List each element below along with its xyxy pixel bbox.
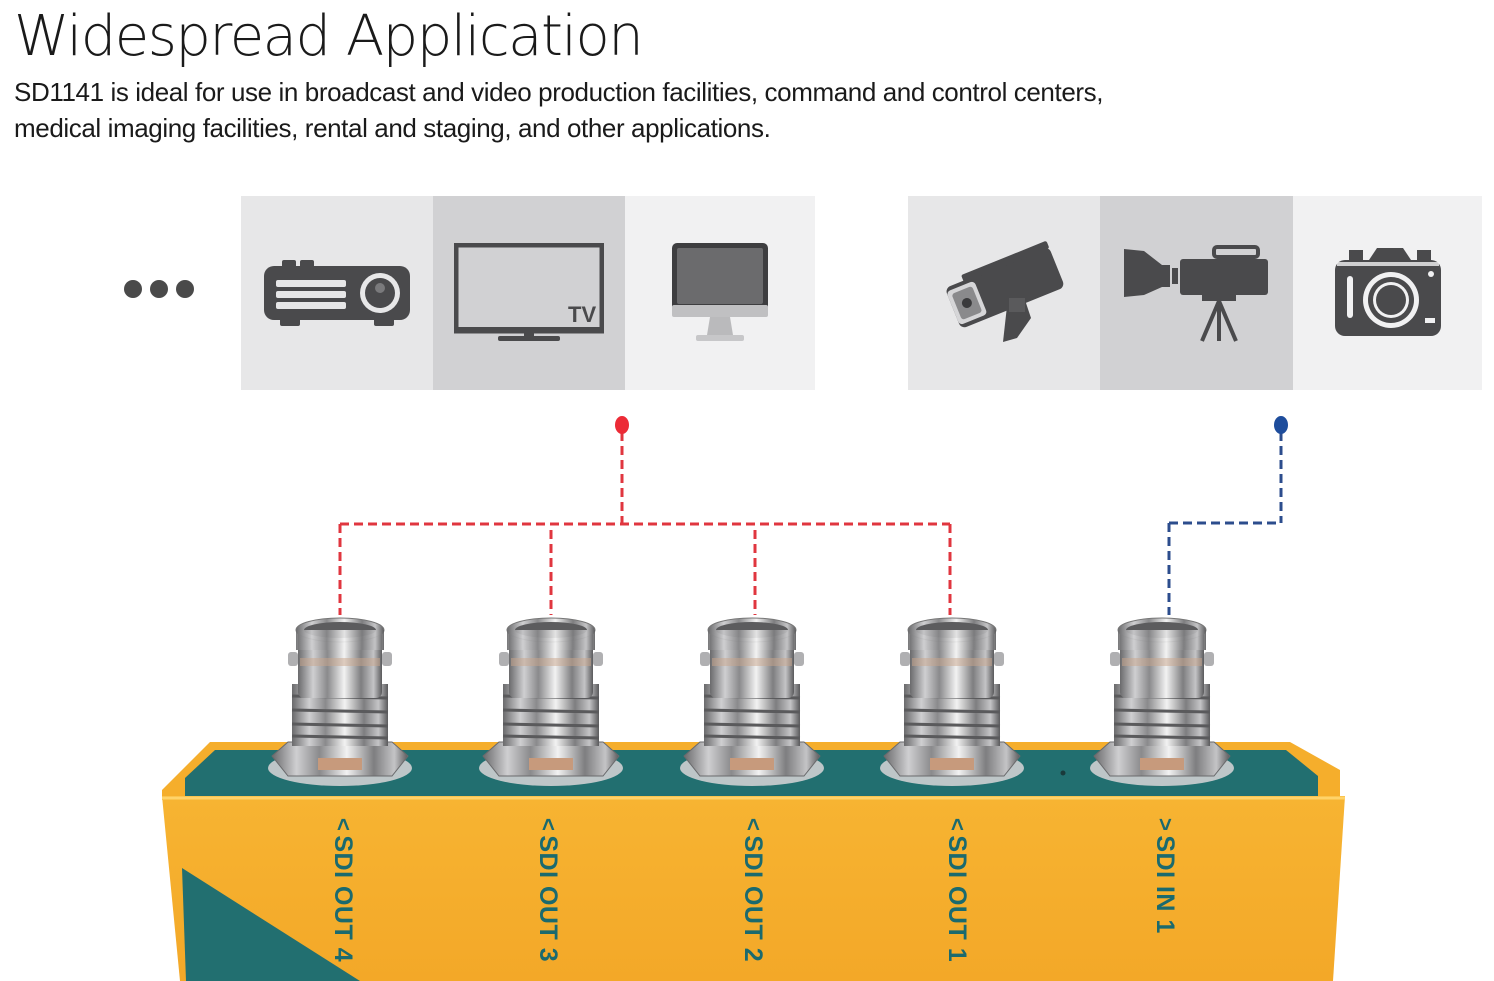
more-devices-ellipsis-icon bbox=[124, 280, 194, 298]
tv-label: TV bbox=[568, 302, 596, 327]
bnc-connector-sdi-out-3[interactable] bbox=[477, 616, 625, 788]
device-indicator-dot bbox=[1060, 770, 1066, 776]
out-arrow-icon: < bbox=[331, 818, 356, 832]
input-connector-dot-icon bbox=[1274, 416, 1288, 434]
port-label-text: SDI OUT 3 bbox=[534, 835, 562, 963]
port-label-sdi-in-1: > SDI IN 1 bbox=[1150, 818, 1179, 934]
output-connector-lines bbox=[338, 432, 952, 615]
output-device-monitor bbox=[625, 196, 815, 390]
port-label-text: SDI OUT 4 bbox=[329, 835, 357, 963]
port-label-text: SDI OUT 1 bbox=[943, 835, 971, 963]
out-arrow-icon: < bbox=[536, 818, 561, 832]
input-device-photo-camera bbox=[1293, 196, 1482, 390]
input-connector-line bbox=[1167, 432, 1283, 615]
device-front-face bbox=[162, 796, 1345, 981]
video-camera-tripod-icon bbox=[1123, 245, 1268, 342]
input-device-security-camera bbox=[908, 196, 1100, 390]
port-label-text: SDI OUT 2 bbox=[739, 835, 767, 963]
projector-icon bbox=[264, 260, 410, 326]
bnc-connector-sdi-out-2[interactable] bbox=[678, 616, 826, 788]
monitor-icon bbox=[672, 243, 768, 341]
in-arrow-icon: > bbox=[1153, 818, 1178, 832]
description: SD1141 is ideal for use in broadcast and… bbox=[14, 74, 1314, 146]
page-title: Widespread Application bbox=[14, 4, 644, 69]
out-arrow-icon: < bbox=[945, 818, 970, 832]
connection-diagram bbox=[338, 416, 1288, 615]
port-label-sdi-out-1: < SDI OUT 1 bbox=[942, 818, 971, 962]
tv-icon: TV bbox=[454, 243, 604, 341]
photo-camera-icon bbox=[1334, 248, 1441, 336]
output-connector-dot-icon bbox=[615, 416, 629, 434]
bnc-connector-sdi-out-4[interactable] bbox=[266, 616, 414, 788]
port-label-sdi-out-3: < SDI OUT 3 bbox=[533, 818, 562, 962]
port-label-text: SDI IN 1 bbox=[1151, 835, 1179, 934]
port-label-sdi-out-4: < SDI OUT 4 bbox=[328, 818, 357, 962]
out-arrow-icon: < bbox=[741, 818, 766, 832]
input-device-video-camera bbox=[1100, 196, 1293, 390]
bnc-connector-sdi-out-1[interactable] bbox=[878, 616, 1026, 788]
output-device-tv: TV bbox=[433, 196, 625, 390]
output-device-projector bbox=[241, 196, 433, 390]
device-accent-triangle bbox=[182, 868, 360, 981]
security-camera-icon bbox=[946, 241, 1064, 342]
port-label-sdi-out-2: < SDI OUT 2 bbox=[738, 818, 767, 962]
bnc-connector-sdi-in-1[interactable] bbox=[1088, 616, 1236, 788]
description-line-2: medical imaging facilities, rental and s… bbox=[14, 113, 771, 143]
description-line-1: SD1141 is ideal for use in broadcast and… bbox=[14, 77, 1104, 107]
